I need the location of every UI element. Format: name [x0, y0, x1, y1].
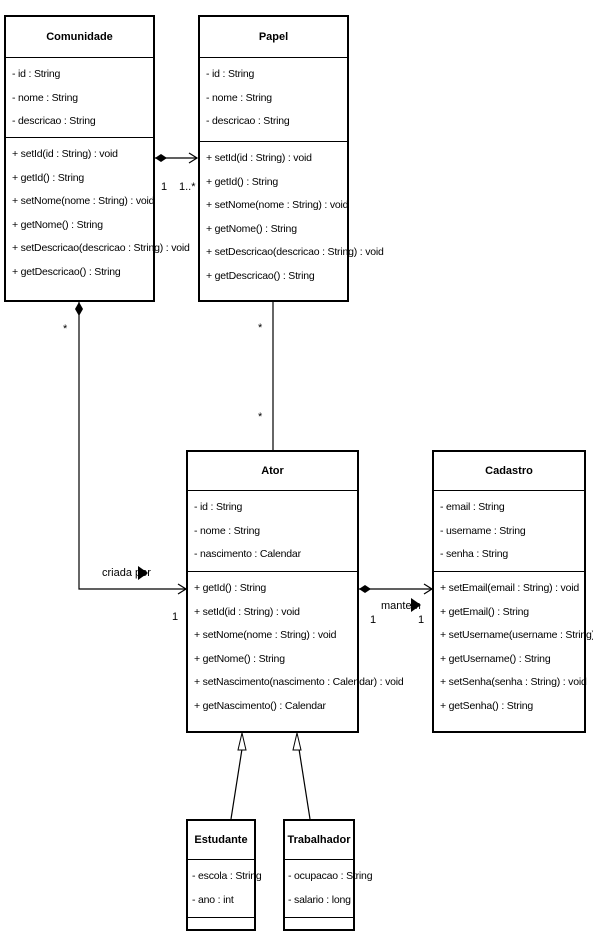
comunidade-papel-source-multiplicity: 1	[161, 181, 168, 193]
operation: + getUsername() : String	[440, 652, 551, 665]
ator-cadastro-name: mantem	[381, 600, 421, 612]
class-cadastro: Cadastro - email : String - username : S…	[432, 450, 593, 733]
class-cadastro-attributes: - email : String - username : String - s…	[434, 491, 584, 572]
operation: + setNome(nome : String) : void	[206, 199, 349, 211]
attribute: - id : String	[206, 68, 255, 80]
operation: + getNome() : String	[194, 652, 285, 665]
comunidade-ator-target-multiplicity: 1	[172, 611, 179, 623]
comunidade-ator-source-multiplicity: *	[63, 323, 68, 335]
attribute: - salario : long	[288, 893, 351, 906]
operation: + setNome(nome : String) : void	[194, 629, 337, 641]
class-comunidade: Comunidade - id : String - nome : String…	[4, 15, 190, 302]
class-cadastro-operations: + setEmail(email : String) : void + getE…	[434, 572, 593, 718]
class-papel-operations: + setId(id : String) : void + getId() : …	[200, 142, 384, 288]
class-ator-name: Ator	[188, 452, 357, 491]
attribute: - id : String	[12, 68, 61, 80]
attribute: - nome : String	[206, 91, 272, 104]
comunidade-ator-diamond	[75, 302, 83, 316]
estudante-ator-generalization-triangle	[237, 732, 247, 751]
operation: + getSenha() : String	[440, 699, 533, 712]
criada-por-direction-icon	[138, 566, 148, 580]
papel-ator-source-multiplicity: *	[258, 322, 263, 334]
operation: + setId(id : String) : void	[206, 152, 312, 164]
class-trabalhador-name: Trabalhador	[285, 821, 353, 860]
operation: + setNascimento(nascimento : Calendar) :…	[194, 676, 404, 688]
operation: + getNome() : String	[12, 218, 103, 231]
attribute: - descricao : String	[12, 115, 96, 127]
comunidade-ator-name: criada por	[102, 567, 151, 579]
operation: + getNome() : String	[206, 222, 297, 235]
attribute: - senha : String	[440, 548, 509, 560]
papel-ator-target-multiplicity: *	[258, 411, 263, 423]
class-trabalhador: Trabalhador - ocupacao : String - salari…	[283, 819, 373, 931]
class-papel-name: Papel	[200, 17, 347, 58]
class-trabalhador-operations	[285, 918, 353, 923]
attribute: - username : String	[440, 524, 526, 537]
operation: + setDescricao(descricao : String) : voi…	[206, 246, 384, 258]
operation: + setEmail(email : String) : void	[440, 582, 579, 594]
mantem-direction-icon	[411, 598, 421, 612]
trabalhador-ator-generalization-line	[298, 748, 311, 820]
class-ator-operations: + getId() : String + setId(id : String) …	[188, 572, 404, 718]
attribute: - nascimento : Calendar	[194, 548, 301, 560]
class-comunidade-attributes: - id : String - nome : String - descrica…	[6, 58, 153, 138]
class-estudante-operations	[188, 918, 254, 923]
ator-cadastro-source-multiplicity: 1	[370, 614, 377, 626]
class-estudante: Estudante - escola : String - ano : int	[186, 819, 262, 931]
operation: + getId() : String	[194, 582, 266, 594]
operation: + setUsername(username : String) : void	[440, 629, 593, 641]
operation: + setDescricao(descricao : String) : voi…	[12, 242, 190, 254]
attribute: - ano : int	[192, 893, 234, 906]
operation: + getId() : String	[206, 175, 278, 188]
comunidade-papel-arrowhead	[188, 152, 199, 164]
operation: + setId(id : String) : void	[12, 148, 118, 160]
operation: + getDescricao() : String	[206, 269, 315, 282]
class-cadastro-name: Cadastro	[434, 452, 584, 491]
attribute: - id : String	[194, 501, 243, 513]
attribute: - nome : String	[12, 91, 78, 104]
class-trabalhador-attributes: - ocupacao : String - salario : long	[285, 860, 373, 918]
attribute: - descricao : String	[206, 115, 290, 127]
class-comunidade-operations: + setId(id : String) : void + getId() : …	[6, 138, 190, 284]
comunidade-ator-line	[78, 302, 186, 590]
operation: + setId(id : String) : void	[194, 605, 300, 618]
class-papel-attributes: - id : String - nome : String - descrica…	[200, 58, 347, 142]
class-ator: Ator - id : String - nome : String - nas…	[186, 450, 404, 733]
operation: + getEmail() : String	[440, 605, 529, 618]
class-ator-attributes: - id : String - nome : String - nascimen…	[188, 491, 357, 572]
class-estudante-attributes: - escola : String - ano : int	[188, 860, 262, 918]
ator-cadastro-target-multiplicity: 1	[418, 614, 425, 626]
estudante-ator-generalization-line	[230, 748, 243, 820]
ator-cadastro-diamond	[359, 585, 371, 593]
trabalhador-ator-generalization-triangle	[292, 732, 302, 751]
attribute: - email : String	[440, 501, 505, 513]
attribute: - escola : String	[192, 870, 262, 882]
operation: + getNascimento() : Calendar	[194, 699, 326, 712]
operation: + getDescricao() : String	[12, 265, 121, 278]
operation: + getId() : String	[12, 171, 84, 184]
attribute: - ocupacao : String	[288, 870, 373, 882]
operation: + setNome(nome : String) : void	[12, 195, 155, 207]
class-comunidade-name: Comunidade	[6, 17, 153, 58]
attribute: - nome : String	[194, 524, 260, 537]
comunidade-papel-diamond	[155, 154, 167, 162]
comunidade-papel-target-multiplicity: 1..*	[179, 181, 196, 193]
operation: + setSenha(senha : String) : void	[440, 676, 587, 688]
class-papel: Papel - id : String - nome : String - de…	[198, 15, 384, 302]
class-estudante-name: Estudante	[188, 821, 254, 860]
